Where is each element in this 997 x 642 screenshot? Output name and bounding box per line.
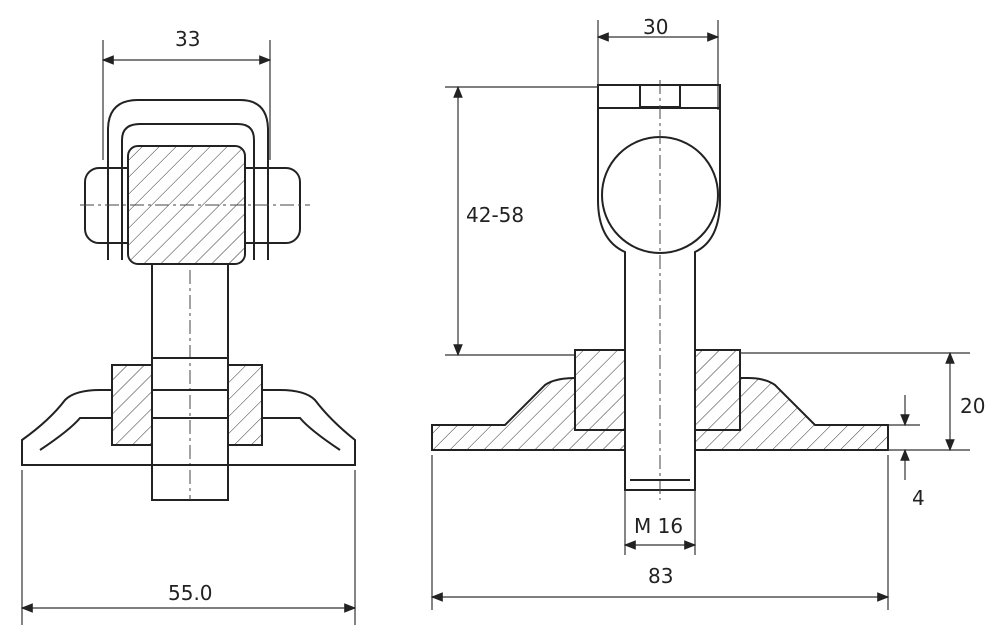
dimension-33: 33 bbox=[175, 27, 200, 51]
dimension-83: 83 bbox=[648, 564, 673, 588]
dimension-55: 55.0 bbox=[168, 581, 213, 605]
thread-m16: M 16 bbox=[634, 514, 683, 538]
dimension-20: 20 bbox=[960, 394, 985, 418]
shackle bbox=[107, 99, 269, 260]
left-view: 33 55.0 bbox=[20, 27, 357, 625]
dimension-4: 4 bbox=[912, 486, 925, 510]
right-view: 30 42-58 20 4 M 16 83 bbox=[430, 15, 985, 610]
dimension-30: 30 bbox=[643, 15, 668, 39]
base-plate bbox=[21, 389, 356, 466]
dimension-42-58: 42-58 bbox=[466, 203, 524, 227]
